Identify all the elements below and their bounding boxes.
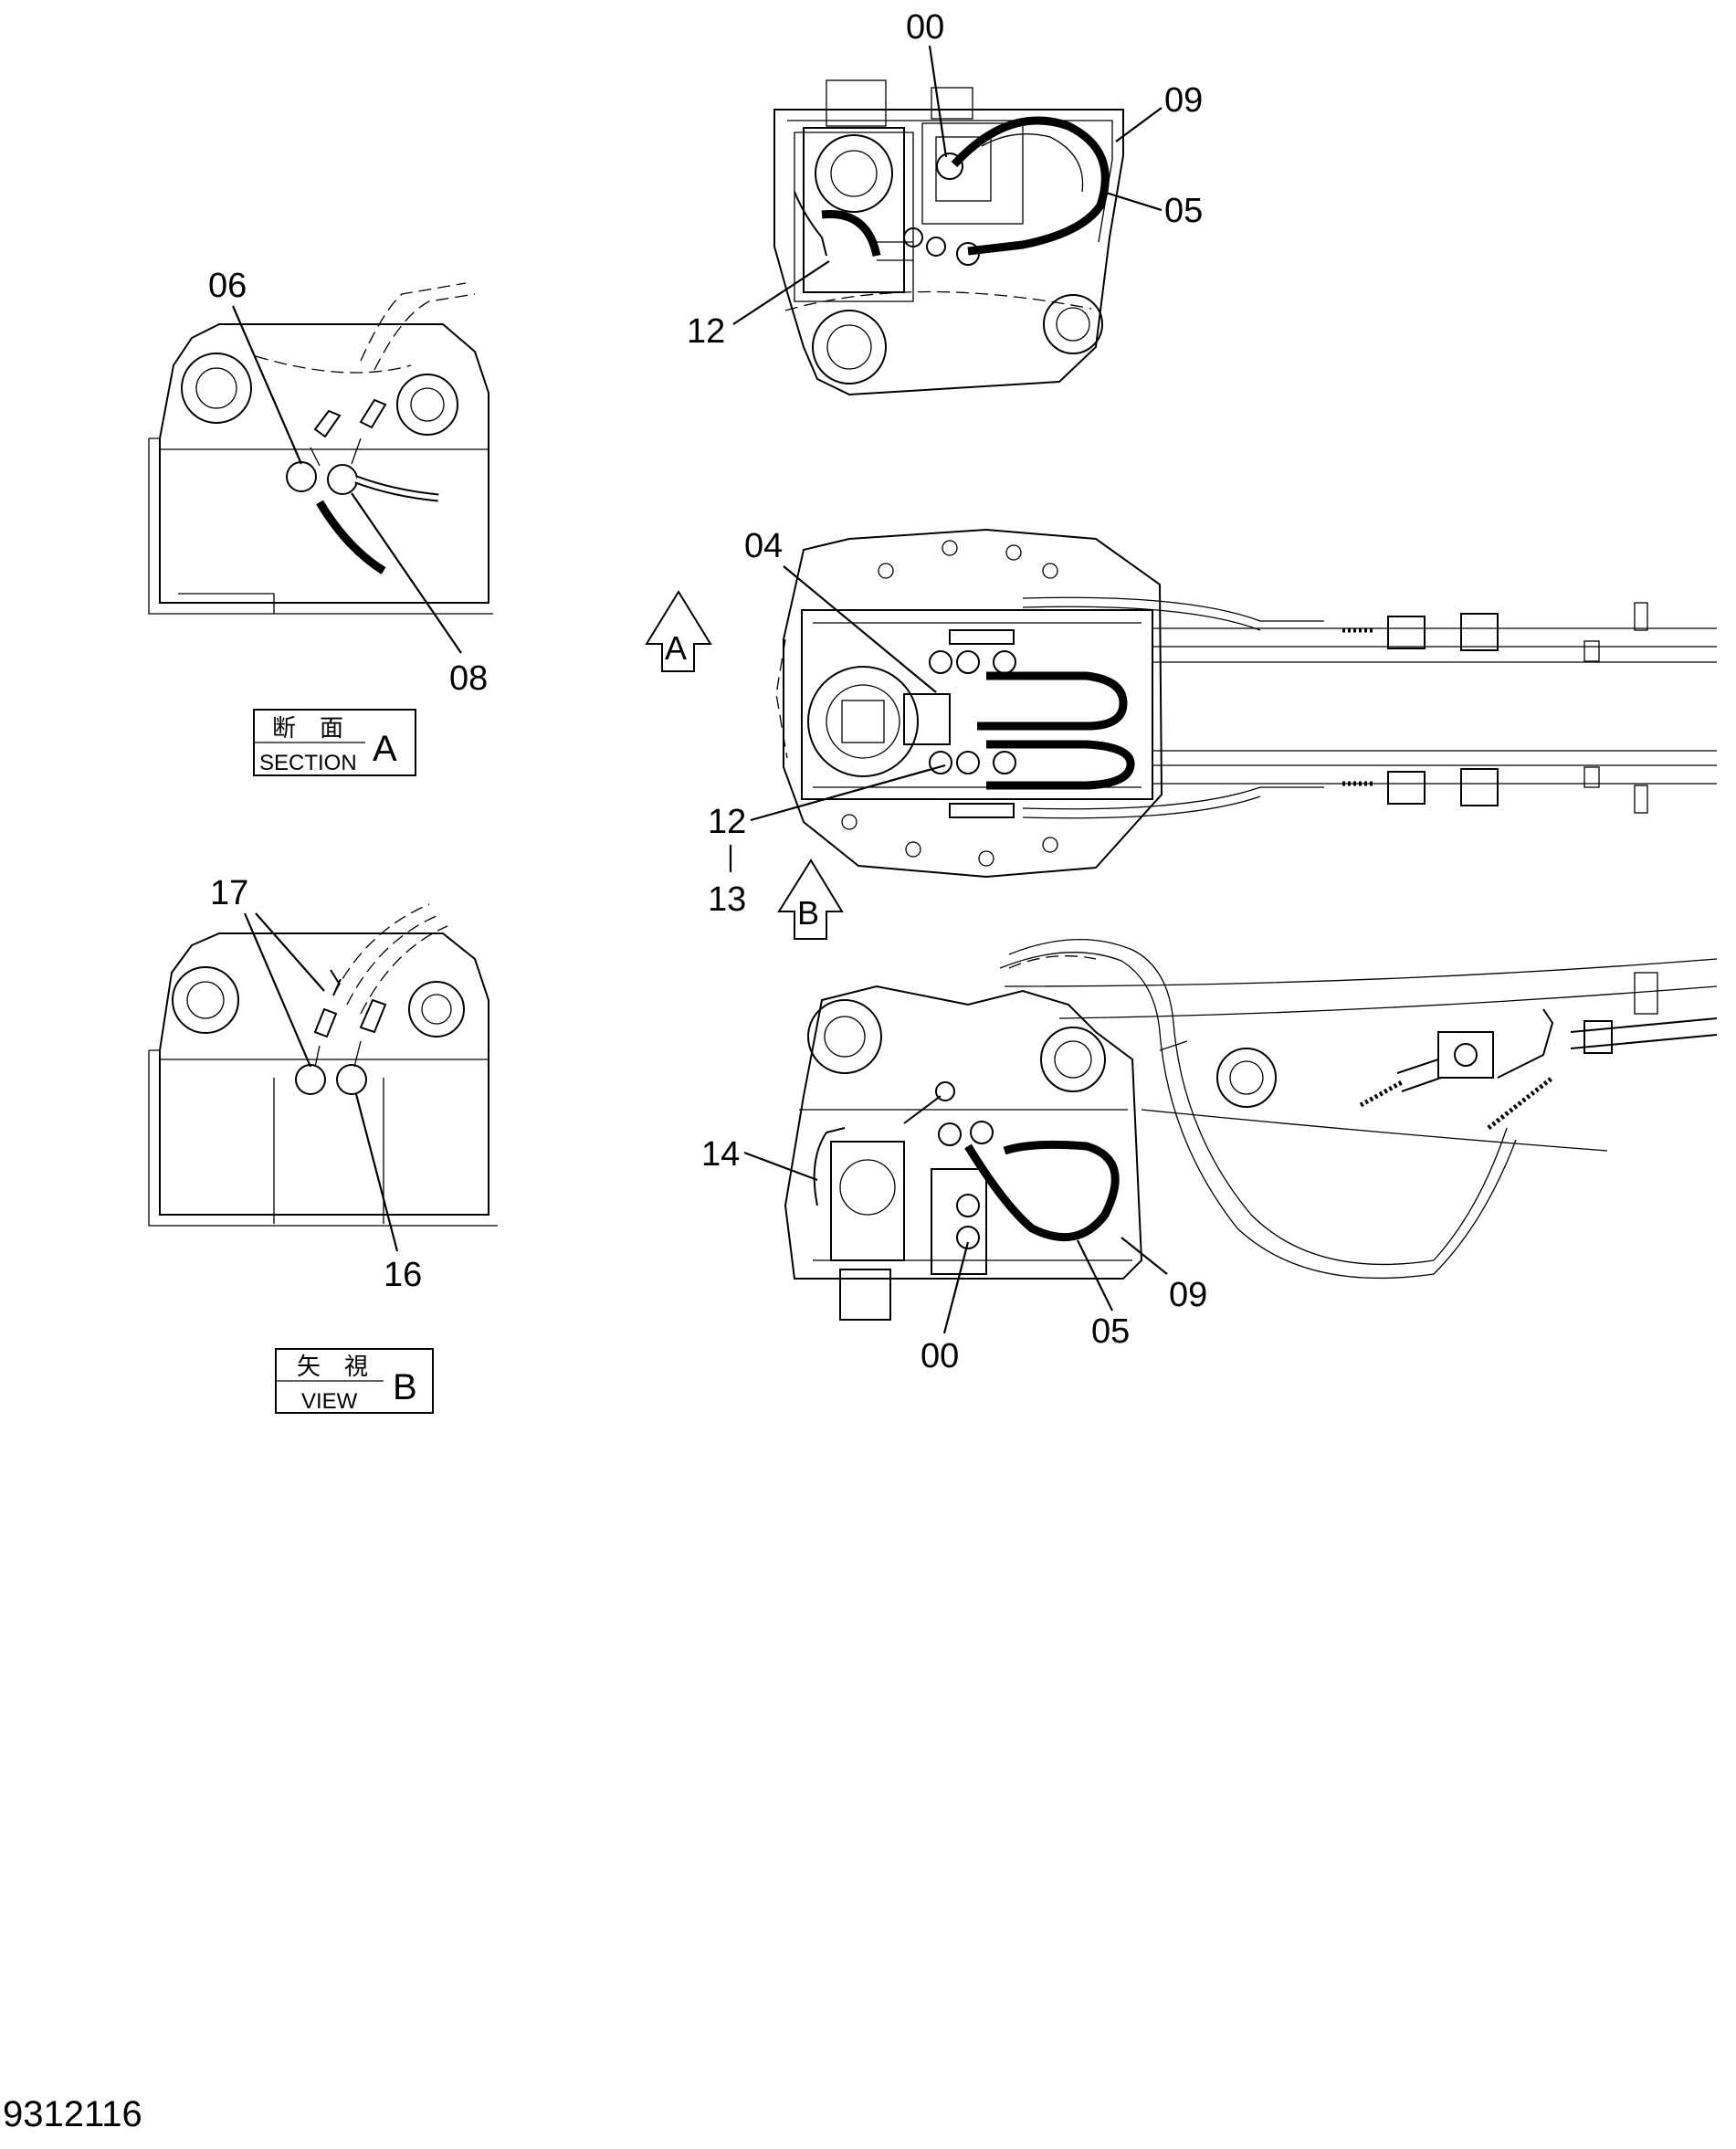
section-text: SECTION [259, 751, 357, 775]
callout-bot-00: 00 [921, 1337, 959, 1375]
callout-sec-08: 08 [449, 659, 488, 698]
view-kanji: 矢 視 [297, 1353, 368, 1380]
drawing-number: 9312116 [3, 2094, 142, 2134]
callout-view-16: 16 [384, 1256, 422, 1294]
bottom-side-view [784, 939, 1718, 1321]
callout-top-12: 12 [687, 312, 725, 351]
view-b [148, 903, 498, 1227]
view-letter: B [393, 1367, 417, 1407]
callout-bot-14: 14 [701, 1135, 740, 1174]
middle-plan-view [775, 528, 1717, 879]
section-a-view [148, 282, 493, 615]
arrow-b: B [777, 859, 844, 940]
callout-sec-06: 06 [208, 267, 247, 305]
callout-mid-04: 04 [744, 527, 783, 565]
callout-top-00: 00 [906, 8, 944, 47]
callout-bot-09: 09 [1169, 1276, 1207, 1314]
section-kanji: 断 面 [272, 714, 343, 742]
arrow-b-letter: B [797, 894, 819, 932]
callout-mid-13: 13 [708, 880, 746, 919]
top-side-view [773, 79, 1124, 396]
arrow-a-letter: A [665, 629, 687, 667]
callout-top-05: 05 [1164, 192, 1203, 230]
section-letter: A [373, 729, 397, 769]
callout-bot-05: 05 [1091, 1312, 1130, 1351]
callout-view-17: 17 [210, 874, 248, 912]
view-b-label-box: 矢 視 VIEW B [275, 1348, 434, 1414]
view-text: VIEW [301, 1389, 358, 1414]
callout-top-09: 09 [1164, 81, 1203, 120]
arrow-a: A [645, 590, 712, 672]
callout-mid-12: 12 [708, 803, 746, 841]
section-a-label-box: 断 面 SECTION A [253, 709, 416, 776]
